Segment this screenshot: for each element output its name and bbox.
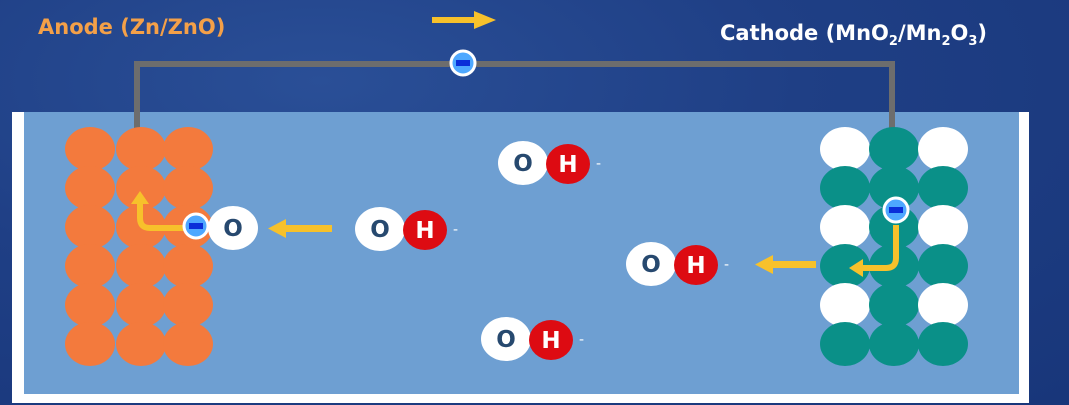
external-wire <box>134 61 895 130</box>
manganese-atom <box>820 244 870 288</box>
oxygen-label: O <box>370 217 390 243</box>
charge-label: - <box>453 222 458 238</box>
migration-arrow-left <box>268 219 332 238</box>
zinc-atom <box>65 127 115 171</box>
manganese-atom <box>918 244 968 288</box>
zinc-atom <box>116 322 166 366</box>
charge-label: - <box>724 257 729 273</box>
anode-curved-arrow <box>137 202 186 231</box>
electron-at-cathode <box>882 196 910 224</box>
oxygen-label: O <box>496 327 516 353</box>
electron-at-anode <box>182 212 210 240</box>
zinc-atom <box>65 166 115 210</box>
manganese-atom <box>918 166 968 210</box>
zinc-atom <box>163 322 213 366</box>
oxygen-vacancy <box>820 205 870 249</box>
zinc-atom <box>163 244 213 288</box>
hydrogen-atom <box>529 320 573 360</box>
hydrogen-label: H <box>415 218 434 244</box>
oxygen-label: O <box>513 151 533 177</box>
zinc-atom <box>163 127 213 171</box>
manganese-atom <box>869 127 919 171</box>
cathode-curved-arrow-head <box>849 259 863 277</box>
hydrogen-label: H <box>541 328 560 354</box>
migration-arrow-right <box>755 255 816 274</box>
electron-on-wire <box>449 49 477 77</box>
oxygen-atom <box>481 317 531 361</box>
oxygen-vacancy <box>820 283 870 327</box>
zinc-atom <box>116 166 166 210</box>
anode-curved-arrow-head <box>131 191 149 204</box>
oxygen-vacancy <box>918 205 968 249</box>
manganese-atom <box>869 283 919 327</box>
zinc-atom <box>65 322 115 366</box>
hydrogen-label: H <box>686 253 705 279</box>
oxygen-vacancy <box>820 127 870 171</box>
oxygen-label: O <box>641 252 661 278</box>
oxygen-at-anode-label: O <box>223 216 243 242</box>
cathode-electrode <box>820 127 968 366</box>
cathode-curved-arrow <box>862 225 899 271</box>
zinc-atom <box>116 283 166 327</box>
zinc-atom <box>116 127 166 171</box>
charge-label: - <box>596 156 601 172</box>
manganese-atom <box>869 166 919 210</box>
oxygen-at-anode <box>208 206 258 250</box>
zinc-atom <box>163 166 213 210</box>
hydrogen-atom <box>403 210 447 250</box>
manganese-atom <box>820 166 870 210</box>
hydrogen-atom <box>546 144 590 184</box>
zinc-atom <box>116 244 166 288</box>
hydrogen-label: H <box>558 152 577 178</box>
oxygen-vacancy <box>918 283 968 327</box>
oxygen-atom <box>355 207 405 251</box>
oxygen-atom <box>498 141 548 185</box>
zinc-atom <box>65 205 115 249</box>
oxygen-vacancy <box>918 127 968 171</box>
manganese-atom <box>869 322 919 366</box>
manganese-atom <box>820 322 870 366</box>
zinc-atom <box>65 244 115 288</box>
cathode-label: Cathode (MnO2/Mn2O3) <box>720 21 988 49</box>
flow-arrow-top <box>432 11 496 29</box>
manganese-atom <box>918 322 968 366</box>
anode-label: Anode (Zn/ZnO) <box>38 15 226 39</box>
zinc-atom <box>163 283 213 327</box>
zinc-atom <box>65 283 115 327</box>
oxygen-atom <box>626 242 676 286</box>
charge-label: - <box>579 332 584 348</box>
hydrogen-atom <box>674 245 718 285</box>
anode-electrode <box>65 127 213 366</box>
